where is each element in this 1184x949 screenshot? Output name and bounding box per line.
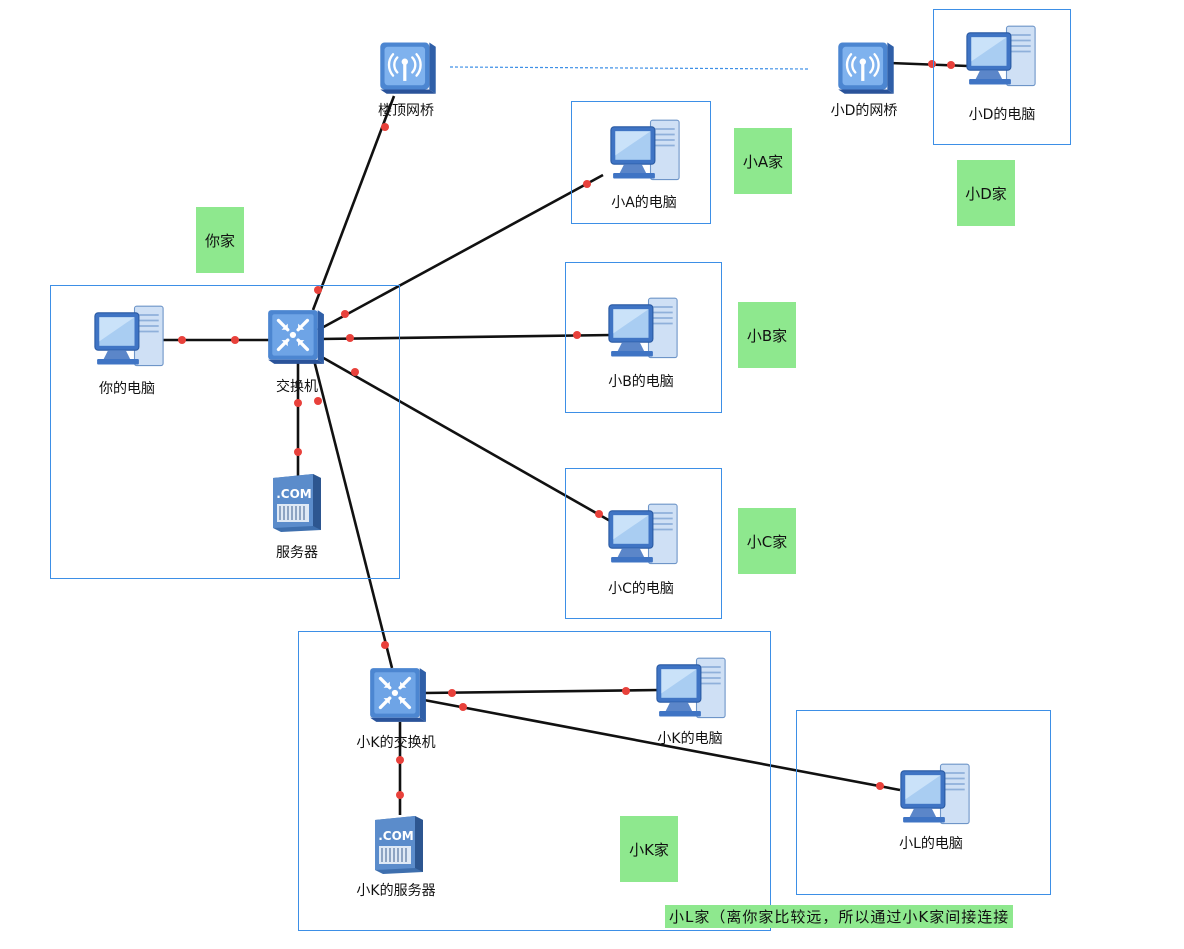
port-dot bbox=[294, 399, 302, 407]
port-dot bbox=[381, 641, 389, 649]
zone-c-home bbox=[565, 468, 722, 619]
label-k-pc: 小K的电脑 bbox=[657, 731, 723, 747]
wireless-bridge-icon bbox=[836, 40, 896, 96]
zone-a-home bbox=[571, 101, 711, 224]
link-switch-b-pc bbox=[319, 333, 613, 341]
home-tag-yours: 你家 bbox=[196, 207, 244, 273]
port-dot bbox=[346, 334, 354, 342]
port-dot bbox=[314, 397, 322, 405]
port-dot bbox=[294, 448, 302, 456]
label-switch: 交换机 bbox=[276, 379, 318, 395]
label-rooftop-bridge: 楼顶网桥 bbox=[378, 103, 434, 119]
label-your-pc: 你的电脑 bbox=[99, 381, 155, 397]
home-tag-a: 小A家 bbox=[734, 128, 792, 194]
home-tag-c: 小C家 bbox=[738, 508, 796, 574]
label-d-pc: 小D的电脑 bbox=[968, 107, 1036, 123]
zone-b-home bbox=[565, 262, 722, 413]
label-c-pc: 小C的电脑 bbox=[608, 581, 674, 597]
port-dot bbox=[595, 510, 603, 518]
port-dot bbox=[876, 782, 884, 790]
port-dot bbox=[622, 687, 630, 695]
link-switch-rooftop-bridge bbox=[311, 95, 396, 311]
link-k-switch-l-pc bbox=[423, 698, 901, 792]
server-badge-text: .COM bbox=[276, 487, 312, 501]
label-k-switch: 小K的交换机 bbox=[356, 735, 436, 751]
label-k-server: 小K的服务器 bbox=[356, 883, 436, 899]
link-k-switch-k-pc bbox=[423, 688, 661, 695]
port-dot bbox=[947, 61, 955, 69]
port-dot bbox=[341, 310, 349, 318]
home-tag-k: 小K家 bbox=[620, 816, 678, 882]
wireless-link-bridges bbox=[449, 66, 809, 70]
zone-k-home bbox=[298, 631, 771, 931]
port-dot bbox=[381, 123, 389, 131]
port-dot bbox=[583, 180, 591, 188]
label-server: 服务器 bbox=[276, 545, 318, 561]
port-dot bbox=[178, 336, 186, 344]
label-d-bridge: 小D的网桥 bbox=[830, 103, 898, 119]
zone-l-home bbox=[796, 710, 1051, 895]
label-b-pc: 小B的电脑 bbox=[608, 374, 674, 390]
port-dot bbox=[396, 756, 404, 764]
home-tag-b: 小B家 bbox=[738, 302, 796, 368]
zone-your-home bbox=[50, 285, 400, 579]
port-dot bbox=[351, 368, 359, 376]
link-switch-a-pc bbox=[317, 173, 604, 332]
label-a-pc: 小A的电脑 bbox=[611, 195, 677, 211]
link-switch-k-switch bbox=[312, 359, 394, 669]
port-dot bbox=[314, 286, 322, 294]
label-l-pc: 小L的电脑 bbox=[899, 836, 963, 852]
wireless-bridge-icon bbox=[378, 40, 438, 96]
port-dot bbox=[396, 791, 404, 799]
zone-d-home bbox=[933, 9, 1071, 145]
port-dot bbox=[448, 689, 456, 697]
home-tag-d: 小D家 bbox=[957, 160, 1015, 226]
port-dot bbox=[459, 703, 467, 711]
port-dot bbox=[928, 60, 936, 68]
port-dot bbox=[573, 331, 581, 339]
home-note-l: 小L家（离你家比较远，所以通过小K家间接连接 bbox=[665, 905, 1014, 928]
port-dot bbox=[231, 336, 239, 344]
server-badge-text: .COM bbox=[378, 829, 414, 843]
link-switch-c-pc bbox=[319, 354, 613, 524]
